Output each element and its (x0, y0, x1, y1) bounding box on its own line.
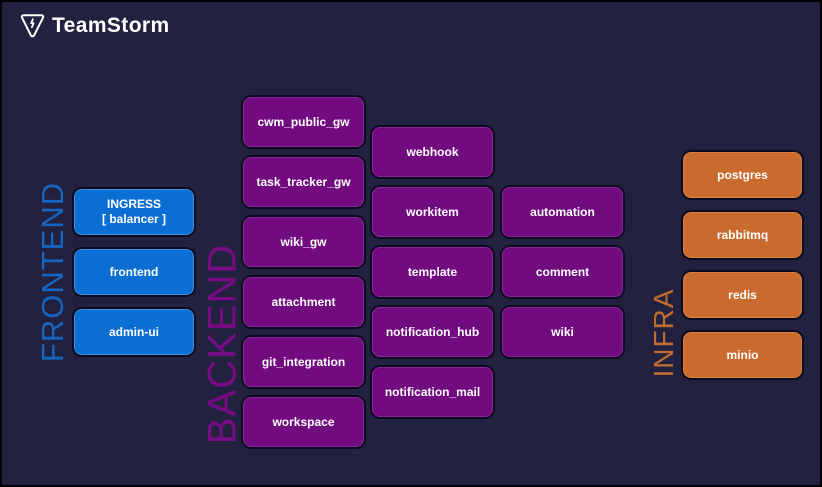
node-label: cwm_public_gw (257, 114, 350, 129)
node-webhook: webhook (372, 127, 493, 177)
node-task-tracker-gw: task_tracker_gw (243, 157, 364, 207)
node-minio: minio (683, 332, 802, 378)
node-wiki-gw: wiki_gw (243, 217, 364, 267)
node-label: admin-ui (109, 324, 159, 339)
node-label: wiki_gw (280, 234, 327, 249)
node-label: wiki (551, 324, 574, 339)
logo-title: TeamStorm (52, 13, 170, 37)
storm-pin-icon (20, 14, 45, 38)
node-notification-hub: notification_hub (372, 307, 493, 357)
node-sublabel: [ balancer ] (101, 212, 167, 226)
node-label: webhook (406, 144, 459, 159)
node-label: notification_mail (384, 384, 481, 399)
node-workitem: workitem (372, 187, 493, 237)
node-label: minio (726, 347, 759, 362)
node-workspace: workspace (243, 397, 364, 447)
node-label: INGRESS (106, 197, 161, 211)
node-cwm-public-gw: cwm_public_gw (243, 97, 364, 147)
node-label: rabbitmq (716, 227, 769, 242)
node-attachment: attachment (243, 277, 364, 327)
node-label: notification_hub (385, 324, 480, 339)
node-git-integration: git_integration (243, 337, 364, 387)
node-label: postgres (717, 167, 768, 182)
node-comment: comment (502, 247, 623, 297)
infra-group-label: INFRA (648, 288, 679, 378)
node-redis: redis (683, 272, 802, 318)
node-automation: automation (502, 187, 623, 237)
node-ingress: INGRESS [ balancer ] (74, 189, 194, 235)
node-label: git_integration (261, 354, 346, 369)
node-label: template (407, 264, 458, 279)
logo: TeamStorm (20, 12, 170, 39)
node-label: workitem (406, 204, 459, 219)
node-postgres: postgres (683, 152, 802, 198)
node-label: frontend (109, 264, 159, 279)
node-label: comment (535, 264, 590, 279)
node-admin-ui: admin-ui (74, 309, 194, 355)
backend-group-label: BACKEND (200, 243, 245, 445)
node-label: workspace (272, 414, 335, 429)
node-label: attachment (271, 294, 336, 309)
node-wiki: wiki (502, 307, 623, 357)
node-label: task_tracker_gw (256, 174, 351, 189)
frontend-group-label: FRONTEND (35, 181, 70, 363)
node-frontend: frontend (74, 249, 194, 295)
node-label: redis (728, 287, 757, 302)
node-rabbitmq: rabbitmq (683, 212, 802, 258)
node-notification-mail: notification_mail (372, 367, 493, 417)
node-label: automation (530, 204, 595, 219)
node-template: template (372, 247, 493, 297)
